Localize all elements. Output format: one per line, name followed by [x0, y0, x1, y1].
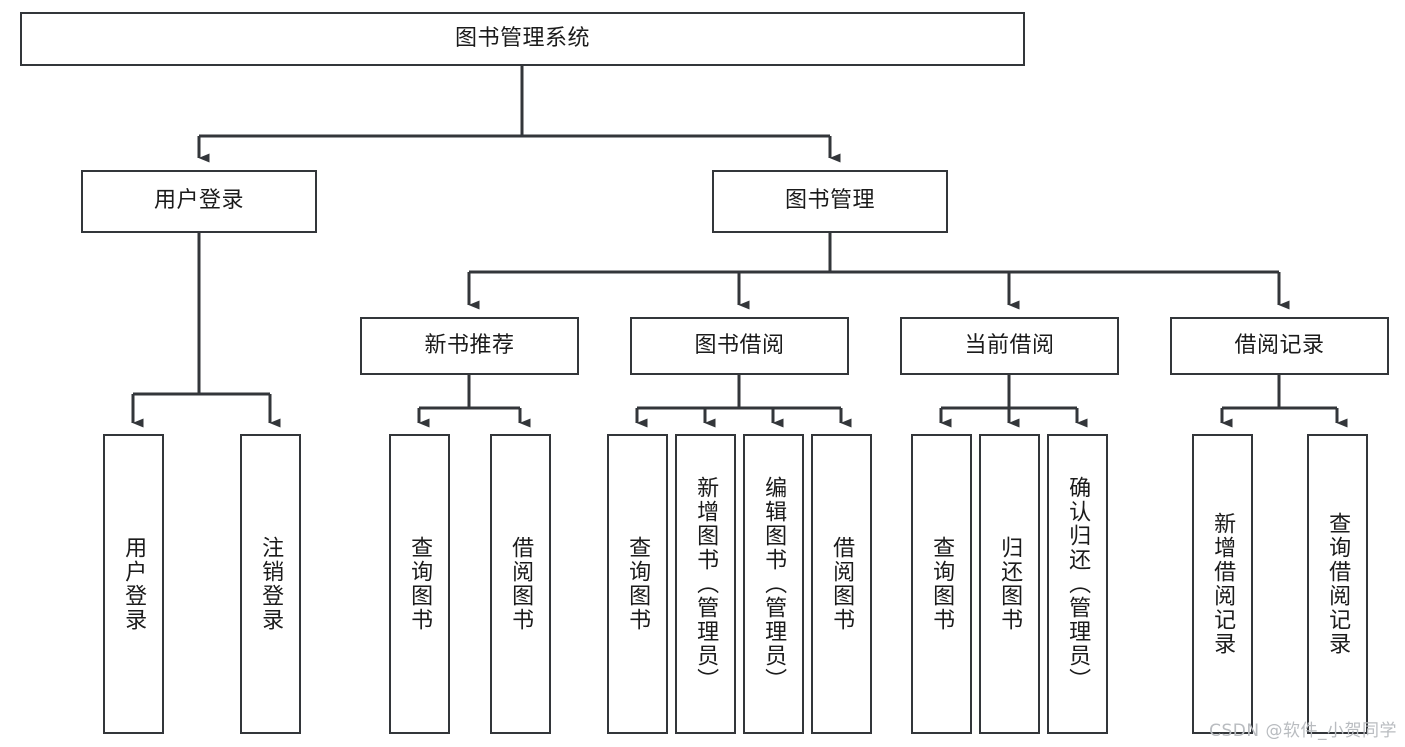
- node-root-label: 图书管理系统: [454, 25, 590, 51]
- leaf-label: 查询图书: [625, 536, 651, 632]
- leaf-label: 新增借阅记录: [1210, 512, 1236, 656]
- node-borrow-records[interactable]: 借阅记录: [1170, 317, 1389, 375]
- leaf-user-login-logout[interactable]: 注销登录: [240, 434, 301, 734]
- node-book-management-label: 图书管理: [784, 188, 875, 214]
- node-new-book-recommend[interactable]: 新书推荐: [360, 317, 579, 375]
- node-user-login-label: 用户登录: [153, 188, 244, 214]
- leaf-borrow-records-query-record[interactable]: 查询借阅记录: [1307, 434, 1368, 734]
- leaf-book-borrow-borrow-book[interactable]: 借阅图书: [811, 434, 872, 734]
- leaf-label: 注销登录: [258, 536, 284, 632]
- leaf-book-borrow-query-book[interactable]: 查询图书: [607, 434, 668, 734]
- leaf-label: 编辑图书（管理员）: [761, 476, 787, 692]
- leaf-new-book-borrow-book[interactable]: 借阅图书: [490, 434, 551, 734]
- node-root-book-management-system[interactable]: 图书管理系统: [20, 12, 1025, 66]
- leaf-current-borrow-query-book[interactable]: 查询图书: [911, 434, 972, 734]
- leaf-label: 用户登录: [121, 536, 147, 632]
- leaf-borrow-records-add-record[interactable]: 新增借阅记录: [1192, 434, 1253, 734]
- leaf-label: 确认归还（管理员）: [1065, 476, 1091, 692]
- node-book-management[interactable]: 图书管理: [712, 170, 948, 233]
- leaf-label: 归还图书: [997, 536, 1023, 632]
- leaf-current-borrow-return-book[interactable]: 归还图书: [979, 434, 1040, 734]
- leaf-current-borrow-confirm-return-admin[interactable]: 确认归还（管理员）: [1047, 434, 1108, 734]
- node-current-borrow-label: 当前借阅: [964, 332, 1055, 358]
- leaf-label: 查询图书: [929, 536, 955, 632]
- leaf-new-book-query-book[interactable]: 查询图书: [389, 434, 450, 734]
- leaf-book-borrow-edit-book-admin[interactable]: 编辑图书（管理员）: [743, 434, 804, 734]
- leaf-user-login-login[interactable]: 用户登录: [103, 434, 164, 734]
- node-new-book-recommend-label: 新书推荐: [424, 332, 515, 358]
- node-current-borrow[interactable]: 当前借阅: [900, 317, 1119, 375]
- node-book-borrow[interactable]: 图书借阅: [630, 317, 849, 375]
- leaf-label: 借阅图书: [508, 536, 534, 632]
- leaf-label: 查询图书: [407, 536, 433, 632]
- leaf-label: 查询借阅记录: [1325, 512, 1351, 656]
- node-user-login[interactable]: 用户登录: [81, 170, 317, 233]
- leaf-book-borrow-add-book-admin[interactable]: 新增图书（管理员）: [675, 434, 736, 734]
- node-borrow-records-label: 借阅记录: [1234, 332, 1325, 358]
- connector-lines: [131, 66, 1348, 428]
- leaf-label: 借阅图书: [829, 536, 855, 632]
- node-book-borrow-label: 图书借阅: [694, 332, 785, 358]
- leaf-label: 新增图书（管理员）: [693, 476, 719, 692]
